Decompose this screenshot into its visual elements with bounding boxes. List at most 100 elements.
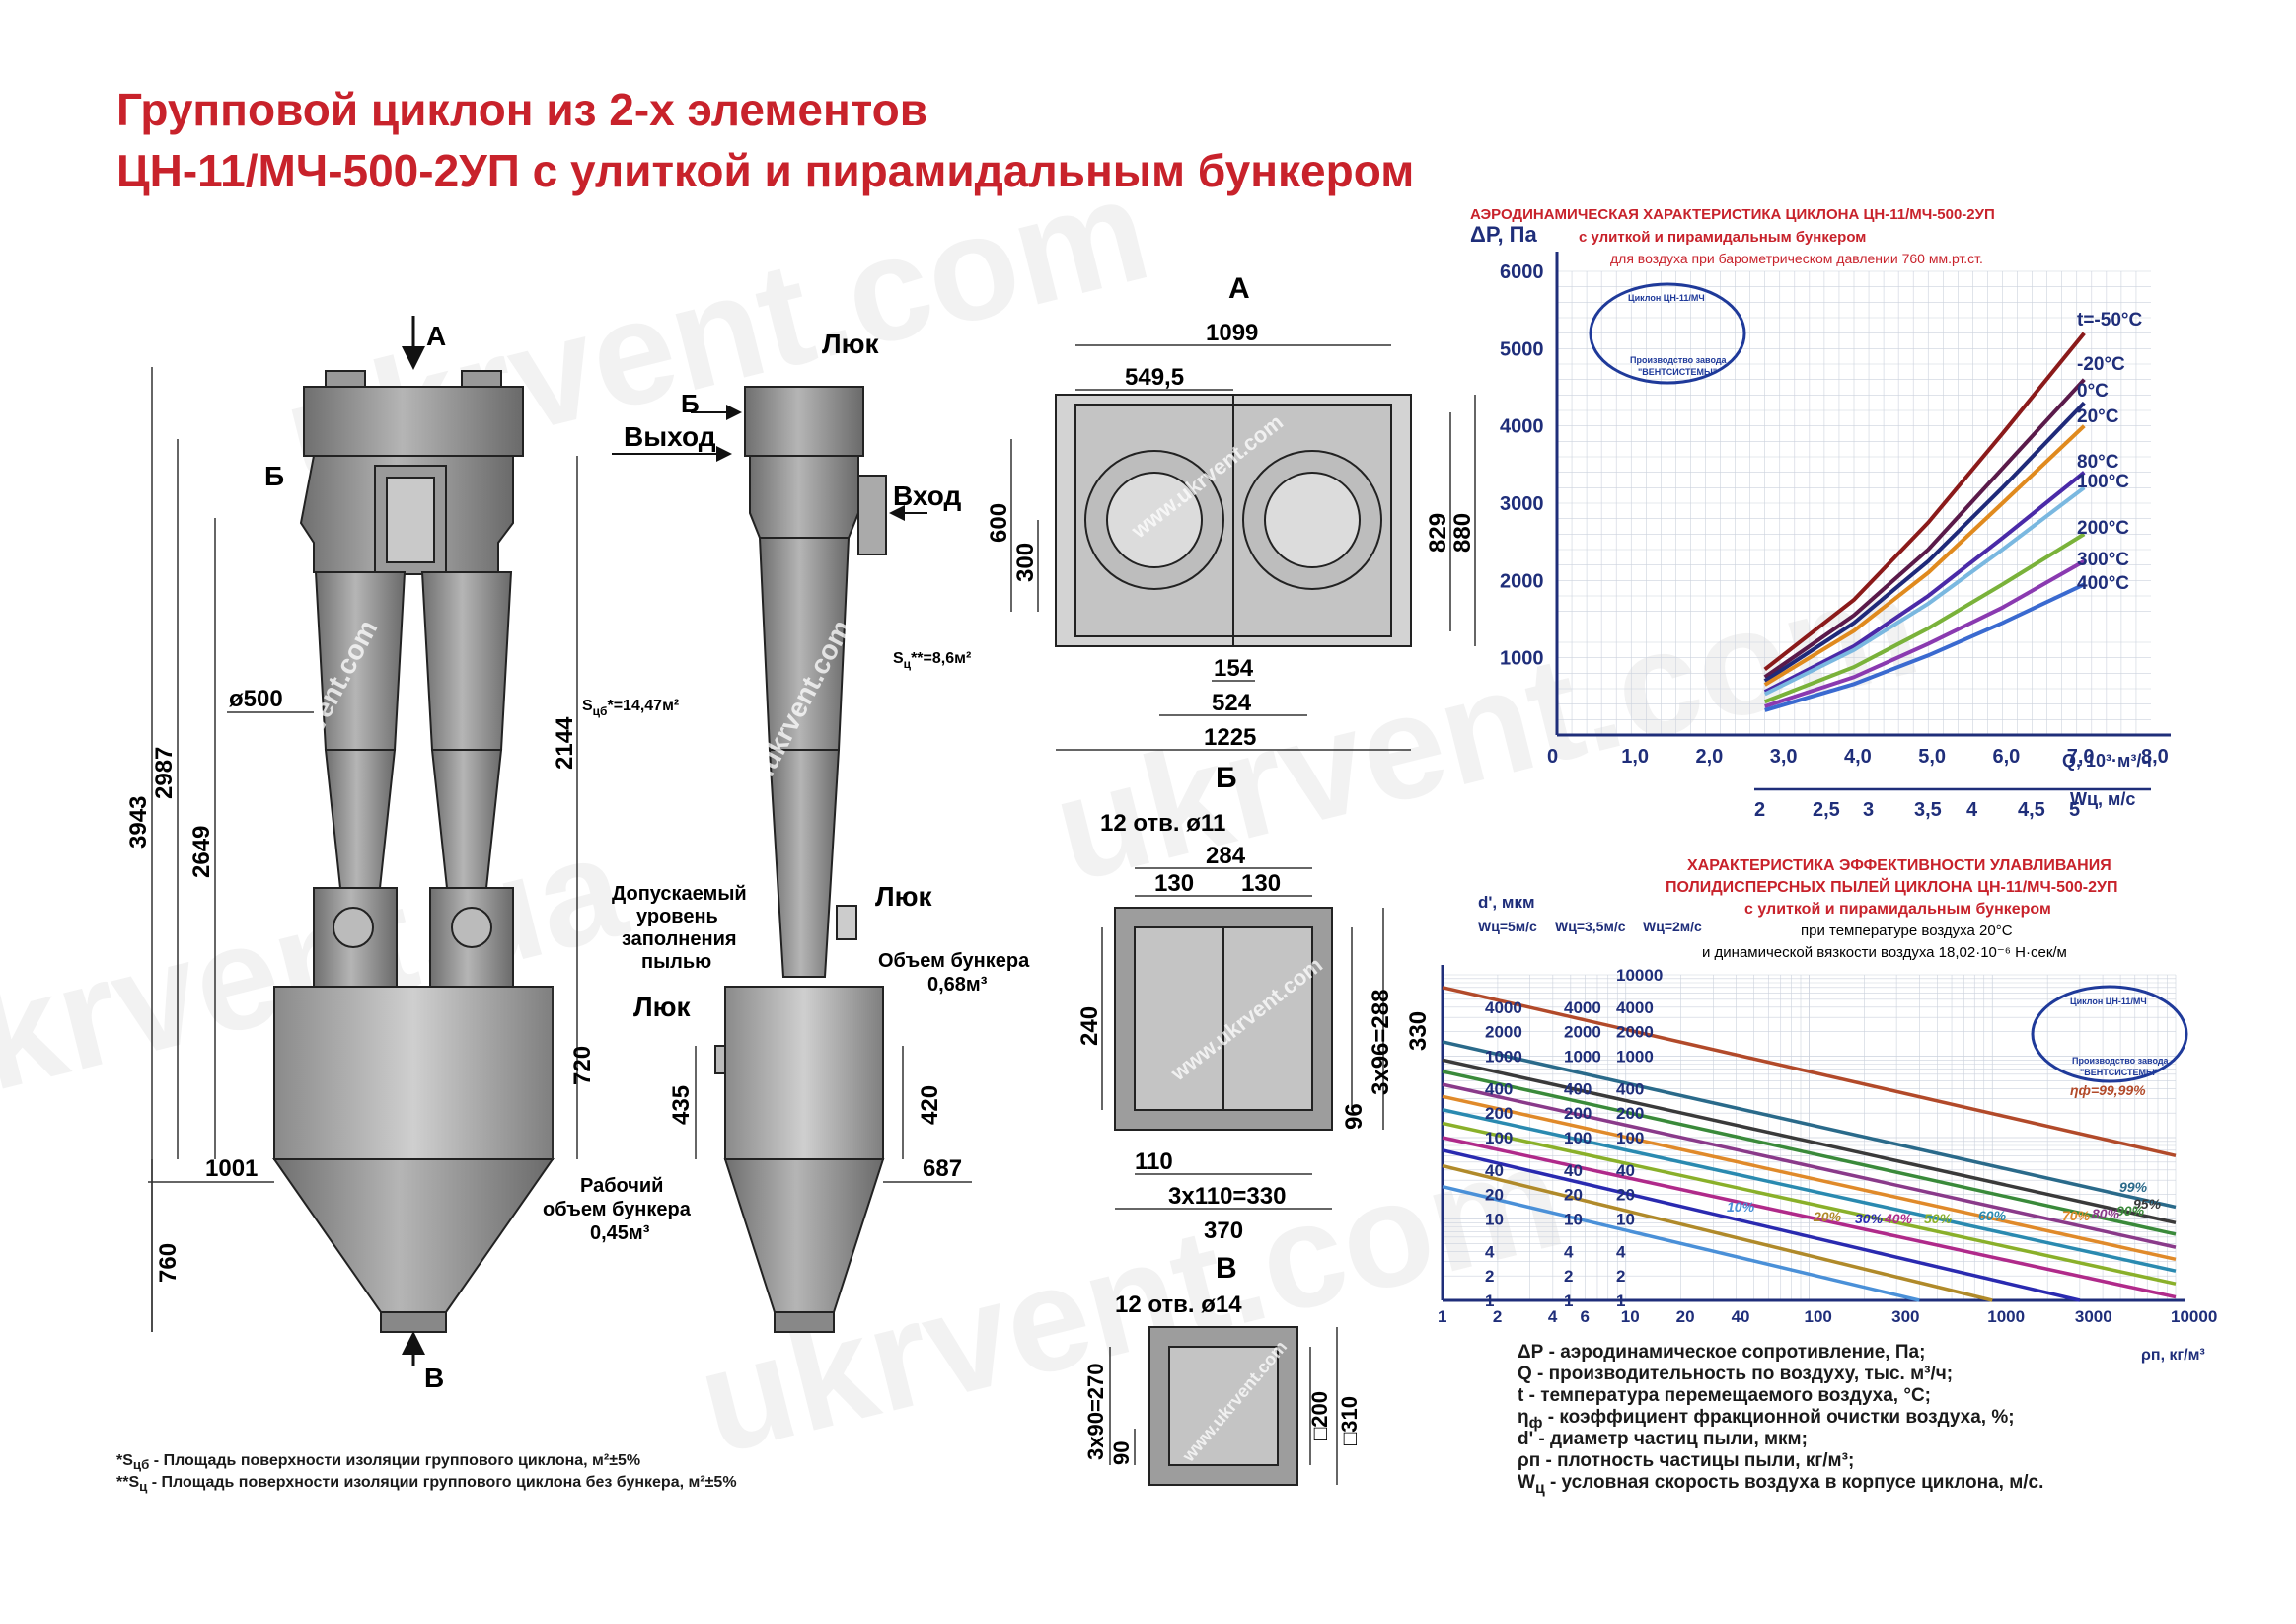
chart2-col3-tick: 40 (1616, 1161, 1635, 1180)
legend-line: ρп - плотность частицы пыли, кг/м³; (1518, 1450, 1855, 1471)
chart1-series-line (1764, 559, 2086, 708)
chart2-col3-tick: 4 (1616, 1242, 1626, 1261)
side-s-nobin: Sц**=8,6м² (893, 650, 971, 671)
view-a-label: А (1228, 272, 1250, 305)
chart2-series-line (1442, 1148, 2081, 1302)
bin-volume-1: Объем бункера (878, 950, 1030, 972)
chart2-col3-tick: 100 (1616, 1129, 1644, 1147)
chart1-series-label: 200°С (2077, 518, 2129, 539)
chart2-x-tick: 1000 (1987, 1307, 2025, 1326)
allowed-3: заполнения (622, 928, 737, 950)
chart1-series-line (1763, 401, 2086, 683)
chart2-col2-tick: 4 (1564, 1242, 1574, 1261)
view-b (1114, 907, 1333, 1131)
side-inlet: Вход (893, 480, 961, 511)
chart1-series-label: 20°С (2077, 406, 2119, 427)
chart2-stamp-2: Производство завода (2072, 1056, 2170, 1066)
chart2-xlabel: ρп, кг/м³ (2141, 1347, 2205, 1364)
dim-130-a: 130 (1154, 870, 1194, 897)
dim-240: 240 (1076, 1006, 1103, 1046)
legend-line: ηф - коэффициент фракционной очистки воз… (1518, 1407, 2015, 1432)
dim-2144: 2144 (552, 716, 578, 770)
chart1-x-tick: 8,0 (2141, 746, 2169, 768)
view-b-holes: 12 отв. ø11 (1100, 810, 1225, 837)
chart2-col3-tick: 400 (1616, 1079, 1644, 1098)
legend-line: ΔР - аэродинамическое сопротивление, Па; (1518, 1342, 1926, 1363)
chart1-series-label: -20°С (2077, 354, 2125, 375)
chart2-x-tick: 10000 (2171, 1307, 2217, 1326)
chart2-series-line (1442, 1108, 2177, 1273)
side-s-group: Sцб*=14,47м² (582, 698, 679, 718)
front-dimensions (148, 367, 314, 1332)
dim-3x96: 3х96=288 (1368, 990, 1394, 1095)
chart2-series-label: 99% (2119, 1179, 2148, 1195)
chart2-stamp-1: Циклон ЦН-11/МЧ (2070, 997, 2147, 1006)
dim-829: 829 (1425, 513, 1451, 553)
chart2-col1-tick: 400 (1485, 1079, 1513, 1098)
dim-300: 300 (1012, 543, 1039, 582)
chart2-x-tick: 40 (1732, 1307, 1750, 1326)
chart2-col2-tick: 10 (1564, 1211, 1583, 1229)
chart2-series: ηф=99,99%99%95%90%80%70%60%50%40%30%20%1… (1442, 986, 2177, 1302)
view-b-label: Б (1216, 762, 1237, 794)
chart2-col3-tick: 200 (1616, 1104, 1644, 1123)
chart1-y-tick: 6000 (1500, 261, 1544, 283)
chart2-series-label: ηф=99,99% (2070, 1082, 2146, 1098)
chart2-col1-tick: 1000 (1485, 1048, 1522, 1067)
chart1-x-tick: 3,0 (1770, 746, 1798, 768)
chart2-series-line (1442, 1163, 1993, 1302)
chart1-series-label: 400°С (2077, 573, 2129, 594)
side-outlet: Выход (624, 421, 716, 452)
legend-line: t - температура перемещаемого воздуха, °… (1518, 1385, 1932, 1406)
chart2-col2-tick: 1 (1564, 1292, 1573, 1310)
side-hatch-mid: Люк (875, 881, 933, 912)
chart2-x-tick: 100 (1805, 1307, 1832, 1326)
chart1-stamp-1: Циклон ЦН-11/МЧ (1628, 293, 1705, 303)
side-view (714, 386, 887, 1333)
chart1-series-label: t=-50°С (2077, 310, 2142, 331)
view-v-label: В (1216, 1252, 1237, 1285)
dim-370: 370 (1204, 1218, 1243, 1244)
chart2-series-label: 70% (2062, 1208, 2091, 1223)
dim-880: 880 (1449, 513, 1476, 553)
allowed-4: пылью (641, 951, 711, 973)
chart2-col1-tick: 40 (1485, 1161, 1504, 1180)
chart1-x-tick: 1,0 (1621, 746, 1649, 768)
chart1-series-label: 0°С (2077, 381, 2109, 402)
chart1-series-line (1763, 485, 2086, 697)
dim-720: 720 (569, 1046, 596, 1085)
chart2-series-label: 60% (1978, 1208, 2007, 1223)
chart2-x-tick: 4 (1548, 1307, 1558, 1326)
front-label-a: А (426, 321, 446, 351)
dim-549-5: 549,5 (1125, 364, 1184, 391)
dim-310: □310 (1337, 1396, 1362, 1445)
chart2-series-label: 95% (2133, 1196, 2162, 1212)
chart1-ylabel: ΔР, Па (1470, 222, 1537, 247)
view-b-dimensions (1101, 867, 1384, 1210)
chart2-col2-tick: 20 (1564, 1186, 1583, 1205)
dim-1099: 1099 (1206, 320, 1258, 346)
chart2-col1-tick: 10 (1485, 1211, 1504, 1229)
work-volume-2: объем бункера (543, 1199, 692, 1220)
footnote-1: *Sцб - Площадь поверхности изоляции груп… (116, 1452, 641, 1473)
chart2-title-2: ПОЛИДИСПЕРСНЫХ ПЫЛЕЙ ЦИКЛОНА ЦН-11/МЧ-50… (1666, 877, 2117, 896)
chart2-col3-tick: 20 (1616, 1186, 1635, 1205)
chart2-col1-tick: 2 (1485, 1267, 1494, 1286)
chart1-stamp-3: "ВЕНТСИСТЕМЫ" (1638, 367, 1717, 377)
dim-2649: 2649 (188, 826, 215, 878)
chart2-col3-tick: 4000 (1616, 998, 1654, 1017)
dim-435: 435 (668, 1085, 695, 1125)
chart1-w-tick: 5 (2069, 799, 2080, 821)
chart1-y-tick: 2000 (1500, 570, 1544, 592)
chart2-series-line (1442, 1136, 2177, 1299)
chart1-series-line (1764, 582, 2086, 712)
dim-2987: 2987 (151, 747, 178, 799)
legend-line: d' - диаметр частиц пыли, мкм; (1518, 1429, 1808, 1449)
side-hatch-low: Люк (633, 992, 692, 1022)
chart2-stamp: Циклон ЦН-11/МЧ Производство завода "ВЕН… (2031, 985, 2188, 1083)
dim-200: □200 (1307, 1391, 1332, 1440)
chart2-series-label: 80% (2092, 1206, 2120, 1221)
chart2-col3-tick: 2 (1616, 1267, 1625, 1286)
chart1-x-tick: 7,0 (2067, 746, 2095, 768)
